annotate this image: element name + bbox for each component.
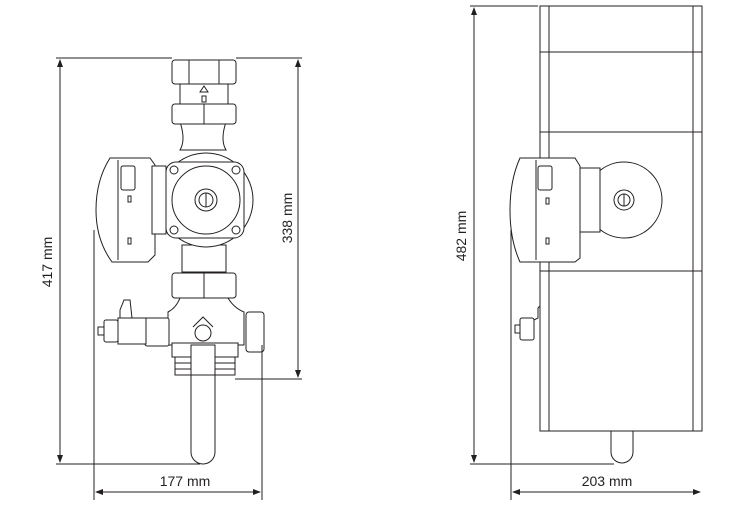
vent-screw [194, 188, 218, 212]
valve-stem [194, 324, 212, 342]
valve-body [167, 297, 245, 346]
front-view-pump-group [95, 59, 265, 465]
dim-label-177: 177 mm [160, 473, 211, 489]
side-view-insulated [509, 5, 703, 464]
left-port-nut [144, 317, 170, 347]
side-dimensions: 482 mm 203 mm [453, 5, 701, 500]
fill-valve-knob [103, 319, 119, 343]
bottom-handle [610, 430, 634, 464]
pump-controller [95, 157, 156, 263]
pipe-body-lower [181, 244, 227, 273]
controller-display [120, 165, 136, 191]
side-controller [509, 157, 581, 263]
pump-flange [165, 161, 245, 239]
fill-valve-cap [119, 299, 133, 319]
flow-arrow-icon [199, 85, 209, 93]
dim-label-417: 417 mm [39, 237, 55, 288]
dim-label-338: 338 mm [279, 193, 295, 244]
pipe-body [179, 121, 227, 151]
top-union-ring [179, 83, 229, 105]
right-port-nut [245, 311, 265, 353]
controller-neck [151, 165, 167, 235]
fill-valve [117, 317, 147, 345]
side-fill-valve-knob [519, 317, 535, 341]
dim-label-203: 203 mm [582, 473, 633, 489]
side-vent-screw [613, 189, 635, 211]
side-controller-display [537, 165, 553, 191]
dim-label-482: 482 mm [453, 211, 469, 262]
top-nut [171, 59, 237, 85]
front-dimensions: 417 mm 338 mm 177 mm [39, 57, 302, 500]
